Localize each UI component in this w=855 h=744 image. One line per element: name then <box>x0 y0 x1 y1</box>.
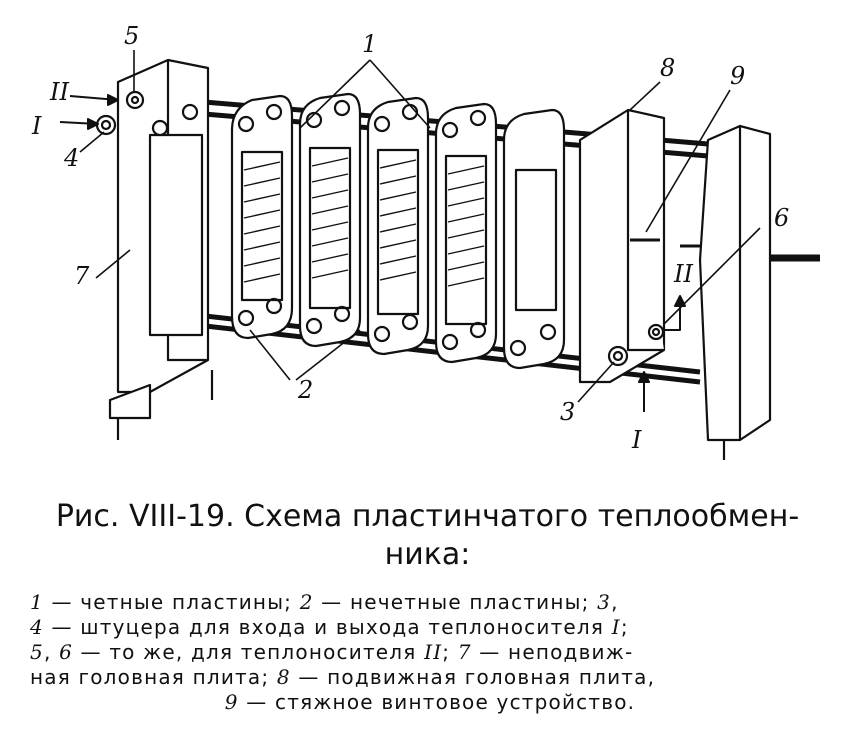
legend-text: — стяжное винтовое устройство. <box>238 690 636 714</box>
legend-text: ная головная плита; <box>30 665 277 689</box>
legend-num: 3 <box>597 590 612 614</box>
plates <box>230 92 566 370</box>
plate-heat-exchanger-diagram: 1 2 3 4 5 6 7 8 9 I II I II <box>31 22 820 460</box>
figure-caption: Рис. VIII-19. Схема пластинчатого теплоо… <box>0 498 855 574</box>
legend-num: II <box>424 640 443 664</box>
legend-num: 5 <box>30 640 44 664</box>
label-flow-I-left: I <box>31 112 42 140</box>
caption-line-2: ника: <box>384 537 471 572</box>
label-8-movable-head-plate: 8 <box>660 54 675 82</box>
label-flow-I-bottom: I <box>631 426 642 454</box>
legend-num: I <box>611 615 621 639</box>
legend-text: ; <box>620 615 629 639</box>
legend-num: 4 <box>30 615 44 639</box>
caption-line-1: Рис. VIII-19. Схема пластинчатого теплоо… <box>55 499 800 534</box>
leader-lines <box>79 50 761 403</box>
legend-text: , <box>611 590 619 614</box>
label-7-fixed-head-plate: 7 <box>74 262 90 290</box>
label-9-screw-device: 9 <box>730 62 745 90</box>
legend-line-3: 5, 6 — то же, для теплоносителя II; 7 — … <box>30 640 830 665</box>
legend-num: 1 <box>30 590 44 614</box>
legend-num: 6 <box>59 640 73 664</box>
legend-line-1: 1 — четные пластины; 2 — нечетные пласти… <box>30 590 830 615</box>
legend-line-2: 4 — штуцера для входа и выхода теплоноси… <box>30 615 830 640</box>
legend-num: 2 <box>299 590 314 614</box>
legend-line-5: 9 — стяжное винтовое устройство. <box>30 690 830 715</box>
legend-num: 9 <box>224 690 239 714</box>
legend-text: — то же, для теплоносителя <box>73 640 425 664</box>
label-flow-II-right: II <box>673 260 693 288</box>
legend-num: 8 <box>276 665 291 689</box>
label-flow-II-left: II <box>49 78 69 106</box>
figure-legend: 1 — четные пластины; 2 — нечетные пласти… <box>30 590 830 715</box>
label-2-odd-plates: 2 <box>297 376 313 404</box>
flow-arrows <box>59 94 686 412</box>
legend-num: 7 <box>457 640 472 664</box>
legend-text: — штуцера для входа и выхода теплоносите… <box>43 615 612 639</box>
legend-text: — подвижная головная плита, <box>290 665 656 689</box>
label-1-even-plates: 1 <box>362 30 377 58</box>
legend-text: ; <box>442 640 458 664</box>
label-5-port-II: 5 <box>124 22 139 50</box>
movable-head-plate <box>578 108 666 384</box>
legend-text: — неподвиж- <box>471 640 634 664</box>
legend-line-4: ная головная плита; 8 — подвижная головн… <box>30 665 830 690</box>
legend-text: , <box>43 640 60 664</box>
label-6-port-II: 6 <box>774 204 789 232</box>
legend-text: — четные пластины; <box>43 590 300 614</box>
fixed-head-plate <box>95 58 214 440</box>
label-4-outlet-I: 4 <box>63 144 79 172</box>
label-3-inlet-I: 3 <box>560 398 575 426</box>
legend-text: — нечетные пластины; <box>313 590 598 614</box>
plate-ports <box>237 99 557 357</box>
corrugation-hatching <box>243 157 485 287</box>
end-stand <box>698 124 772 460</box>
